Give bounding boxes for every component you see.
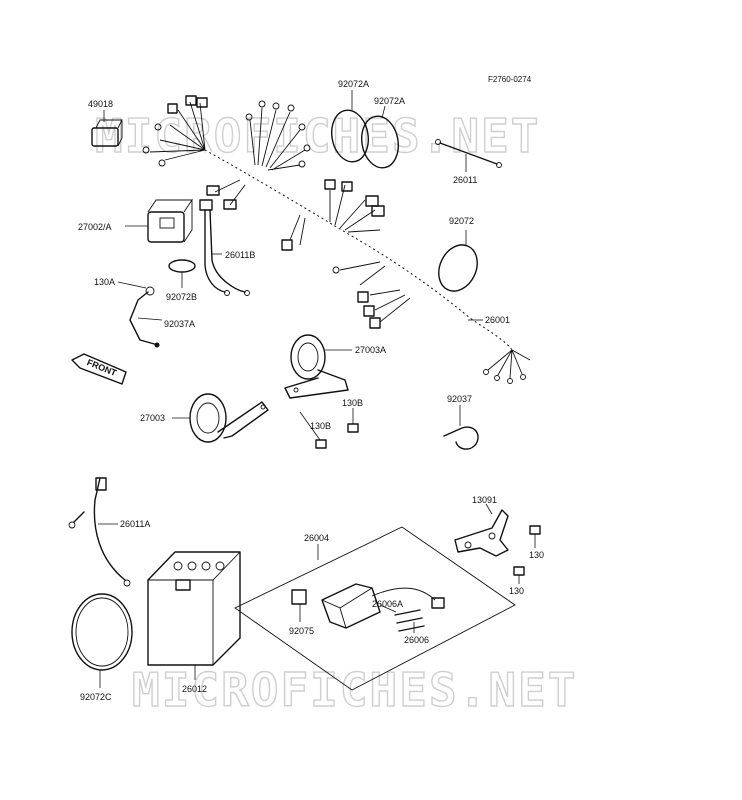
label-26011: 26011 xyxy=(453,175,477,185)
label-92072c: 92072C xyxy=(80,692,112,702)
label-92075: 92075 xyxy=(289,626,314,636)
battery-lead-26011a xyxy=(68,477,131,587)
label-27003: 27003 xyxy=(140,413,165,423)
label-92072a-1: 92072A xyxy=(338,79,369,89)
label-92037: 92037 xyxy=(447,394,472,404)
regulator-assembly-26004 xyxy=(234,526,516,691)
lead-wire-26011 xyxy=(435,139,502,172)
label-13091: 13091 xyxy=(472,495,497,505)
wiring-harness xyxy=(142,95,531,384)
label-26001: 26001 xyxy=(485,315,510,325)
label-49018: 49018 xyxy=(88,99,113,109)
diagram-code: F2760-0274 xyxy=(488,75,532,84)
label-26011b: 26011B xyxy=(225,250,255,260)
band-92072c xyxy=(71,593,133,688)
label-26011a: 26011A xyxy=(120,519,150,529)
bracket-13091 xyxy=(454,503,541,584)
part-labels: 49018 27002/A 130A 92037A 92072B 26011B … xyxy=(78,79,544,702)
watermark-bottom: MICROFICHES.NET xyxy=(132,663,577,717)
clamp-bracket-92037a xyxy=(117,281,163,348)
relay-unit xyxy=(125,198,193,243)
horn-27003a xyxy=(284,334,352,399)
bolts-130b xyxy=(299,408,359,449)
horn-27003 xyxy=(172,393,269,443)
label-26004: 26004 xyxy=(304,533,329,543)
label-26006: 26006 xyxy=(404,635,429,645)
label-130b-1: 130B xyxy=(342,398,363,408)
label-27002a: 27002/A xyxy=(78,222,112,232)
label-92072b: 92072B xyxy=(166,292,197,302)
label-27003a: 27003A xyxy=(355,345,386,355)
label-130a: 130A xyxy=(94,277,115,287)
fuse-block xyxy=(91,110,123,147)
label-130b-2: 130B xyxy=(310,421,331,431)
label-92072a-2: 92072A xyxy=(374,96,405,106)
label-130-2: 130 xyxy=(509,586,524,596)
label-130-1: 130 xyxy=(529,550,544,560)
front-label: FRONT xyxy=(86,357,119,378)
band-92072b xyxy=(168,259,196,288)
clamp-92037 xyxy=(443,405,479,450)
lead-wire-26011b xyxy=(199,199,250,296)
band-92072 xyxy=(438,230,478,292)
label-26012: 26012 xyxy=(182,684,207,694)
bands-92072a xyxy=(331,90,399,169)
front-arrow: FRONT xyxy=(71,353,127,385)
label-26006a: 26006A xyxy=(372,599,403,609)
label-92037a: 92037A xyxy=(164,319,195,329)
label-92072: 92072 xyxy=(449,216,474,226)
battery-26012 xyxy=(147,551,241,680)
watermark-top: MICROFICHES.NET xyxy=(95,109,540,163)
